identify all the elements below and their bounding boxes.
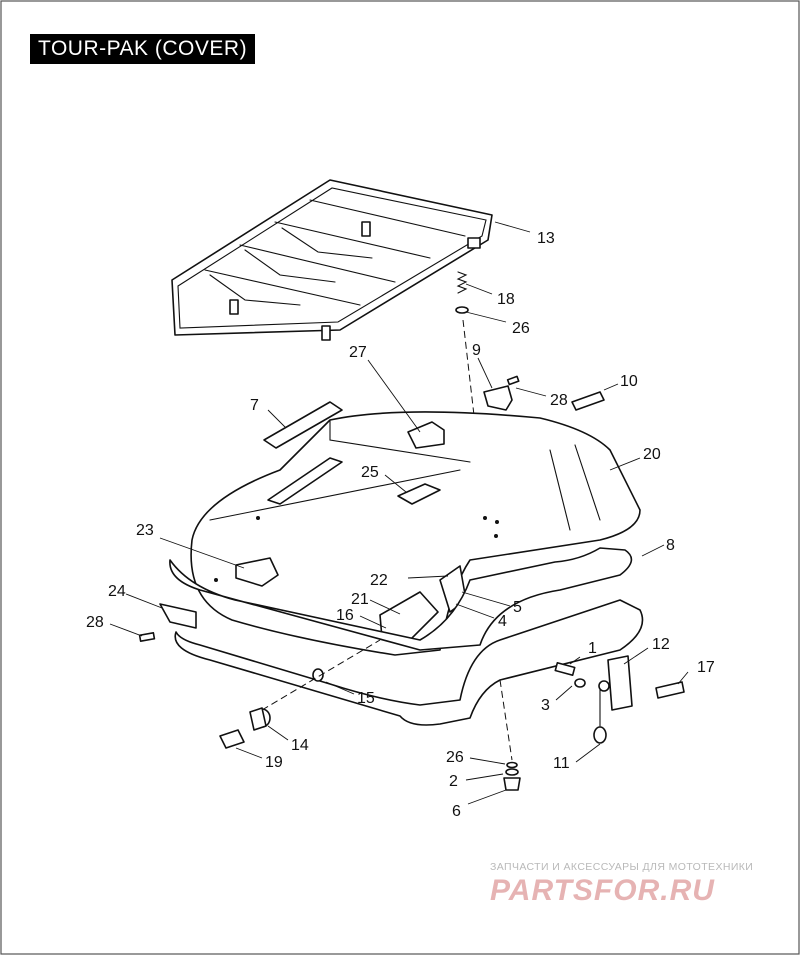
- assembly-line-2: [499, 679, 513, 761]
- callout-18: 18: [497, 291, 515, 308]
- callout-9: 9: [472, 342, 481, 359]
- callout-4: 4: [498, 613, 507, 630]
- cover-gasket: [169, 547, 644, 726]
- callout-6: 6: [452, 803, 461, 820]
- callout-27: 27: [349, 344, 367, 361]
- o-ring-15: [312, 668, 324, 682]
- spring-part: [455, 271, 469, 314]
- lock-cylinder-14: [249, 707, 271, 731]
- callout-5: 5: [513, 599, 522, 616]
- callout-15: 15: [357, 690, 375, 707]
- latch-24: [138, 603, 197, 642]
- callout-10: 10: [620, 373, 638, 390]
- callout-17: 17: [697, 659, 715, 676]
- callout-14: 14: [291, 737, 309, 754]
- callout-16: 16: [336, 607, 354, 624]
- pin-17: [655, 681, 685, 699]
- leader-lines: [109, 221, 689, 805]
- callout-22: 22: [370, 572, 388, 589]
- callout-23: 23: [136, 522, 154, 539]
- callout-8: 8: [666, 537, 675, 554]
- callout-28-left: 28: [86, 614, 104, 631]
- callout-21: 21: [351, 591, 369, 608]
- callout-26-top: 26: [512, 320, 530, 337]
- callout-19: 19: [265, 754, 283, 771]
- hinge-9: [483, 375, 520, 411]
- callout-24: 24: [108, 583, 126, 600]
- luggage-rack: [171, 179, 493, 341]
- watermark-logo: PARTSFOR.RU: [490, 874, 715, 907]
- latch-plate-12: [593, 655, 633, 744]
- callout-28-top: 28: [550, 392, 568, 409]
- nut-stack: [503, 761, 521, 791]
- callout-1: 1: [588, 640, 597, 657]
- callout-7: 7: [250, 397, 259, 414]
- key-19: [219, 729, 245, 749]
- assembly-line-3: [261, 639, 381, 711]
- page-title: TOUR-PAK (COVER): [30, 34, 256, 64]
- callout-11: 11: [553, 755, 570, 772]
- callout-25: 25: [361, 464, 379, 481]
- watermark-caption: ЗАПЧАСТИ И АКСЕССУАРЫ ДЛЯ МОТОТЕХНИКИ: [490, 861, 754, 873]
- callout-3: 3: [541, 697, 550, 714]
- cover-shell: [190, 411, 641, 656]
- callout-13: 13: [537, 230, 555, 247]
- decal-7: [263, 401, 343, 449]
- pad-10: [571, 391, 605, 411]
- callout-2: 2: [449, 773, 458, 790]
- screw-1: [554, 662, 586, 688]
- callout-12: 12: [652, 636, 670, 653]
- callout-26-bottom: 26: [446, 749, 464, 766]
- callout-20: 20: [643, 446, 661, 463]
